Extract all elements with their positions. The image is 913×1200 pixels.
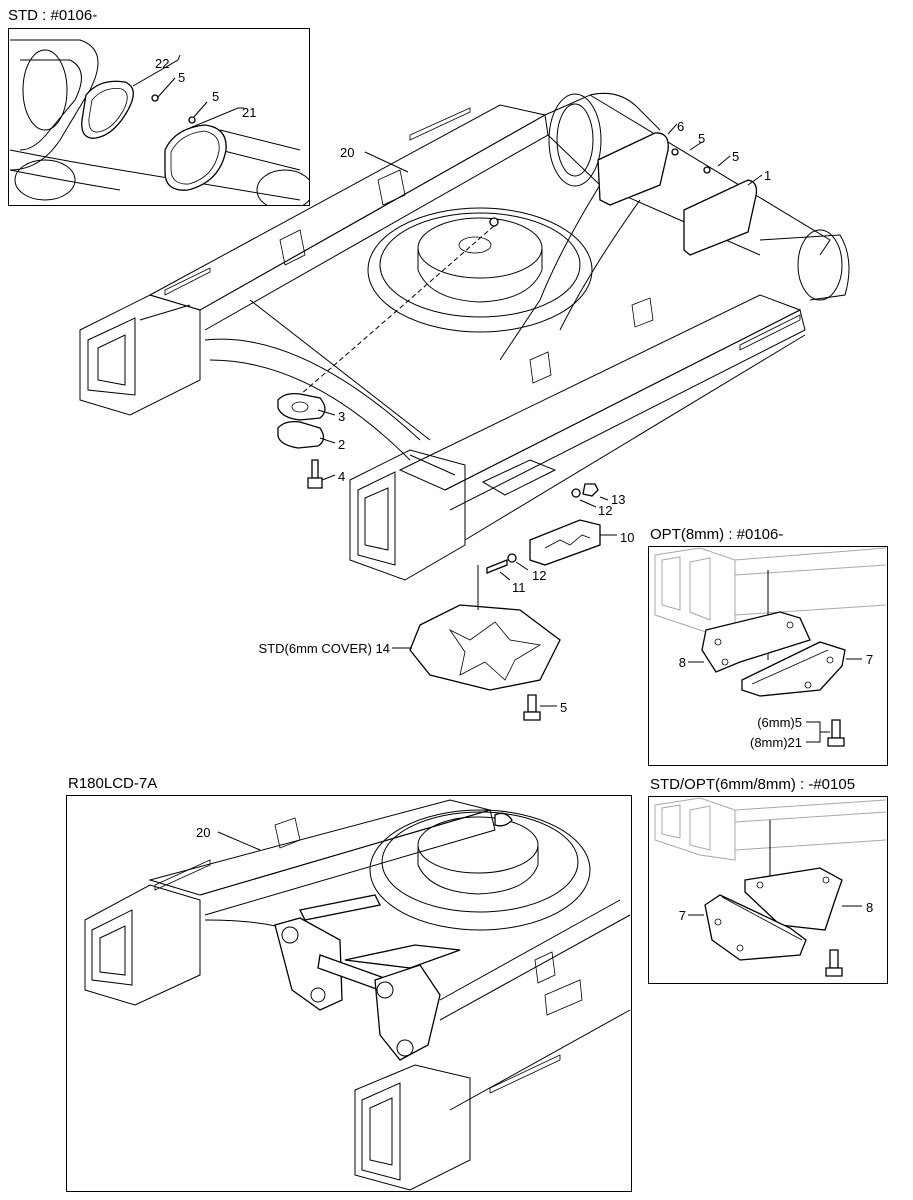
- main-callout-15: 5: [560, 700, 567, 715]
- main-callout-6: 3: [338, 409, 345, 424]
- r180-view-callout-1: 20: [196, 825, 210, 840]
- std-inset-heading: STD : #0106-: [8, 7, 98, 24]
- opt-8mm-inset-callout-4: (8mm)21: [750, 735, 802, 750]
- opt-8mm-inset-callout-2: 7: [866, 652, 873, 667]
- main-callout-10: 12: [598, 503, 612, 518]
- main-frame-drawing: [79, 92, 850, 721]
- r180-view-heading: R180LCD-7A: [68, 775, 158, 792]
- main-callout-11: 10: [620, 530, 634, 545]
- opt-8mm-inset-callout-1: 8: [679, 655, 686, 670]
- main-callout-12: 12: [532, 568, 546, 583]
- std-inset-callout-1: 22: [155, 56, 169, 71]
- main-callout-1: 20: [340, 145, 354, 160]
- opt-8mm-inset-heading: OPT(8mm) : #0106-: [650, 526, 784, 543]
- std-opt-inset-callout-2: 8: [866, 900, 873, 915]
- opt-8mm-inset-callout-3: (6mm)5: [757, 715, 802, 730]
- main-callout-14: STD(6mm COVER) 14: [259, 641, 390, 656]
- std-opt-inset-heading: STD/OPT(6mm/8mm) : -#0105: [650, 776, 856, 793]
- std-inset-callout-3: 5: [212, 89, 219, 104]
- main-callout-9: 13: [611, 492, 625, 507]
- std-inset-callout-2: 5: [178, 70, 185, 85]
- opt-8mm-inset-drawing: [654, 547, 887, 747]
- main-callout-4: 5: [732, 149, 739, 164]
- main-callout-8: 4: [338, 469, 345, 484]
- main-callout-7: 2: [338, 437, 345, 452]
- std-inset-drawing: [9, 39, 309, 205]
- main-callout-5: 1: [764, 168, 771, 183]
- std-opt-inset-callout-1: 7: [679, 908, 686, 923]
- r180-view-drawing: [84, 799, 631, 1191]
- main-callout-13: 11: [512, 580, 526, 595]
- main-callout-2: 6: [677, 119, 684, 134]
- std-inset-callout-4: 21: [242, 105, 256, 120]
- std-opt-inset-drawing: [654, 797, 887, 977]
- main-callout-3: 5: [698, 131, 705, 146]
